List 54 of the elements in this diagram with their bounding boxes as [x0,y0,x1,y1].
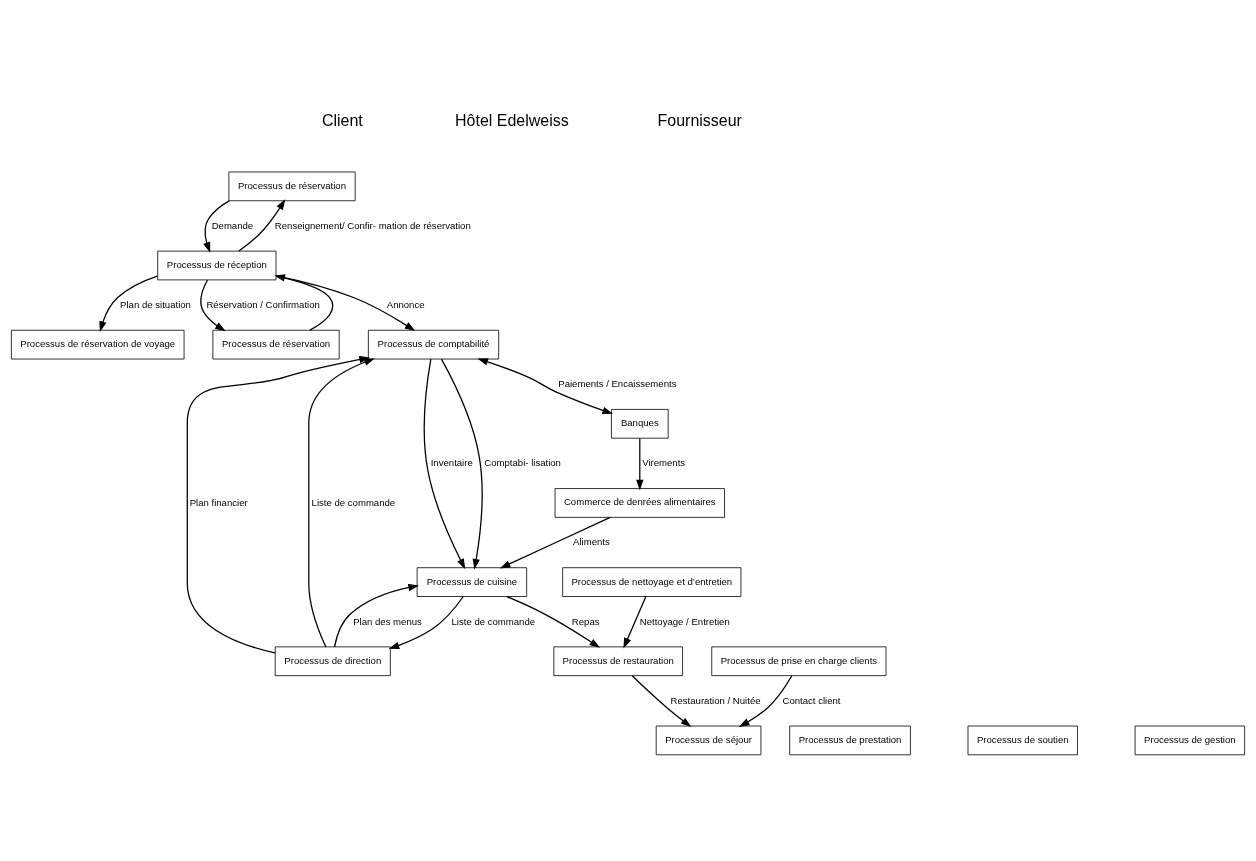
arrow [186,355,370,654]
arrow [738,674,793,727]
arrow [238,198,286,252]
edge-label: Comptabi- lisation [484,456,561,468]
node-box: Processus de restauration [553,645,683,676]
edge-label: Restauration / Nuitée [670,694,761,706]
node-box: Processus de gestion [1134,725,1245,755]
edge-label: Virements [642,456,686,468]
arrow [333,583,419,647]
node-box: Processus de réservation [212,329,340,359]
edge-label: Aliments [573,535,610,547]
node-box: Commerce de denrées alimentaires [554,487,725,518]
node-box: Processus de comptabilité [367,329,500,359]
edge-label: Liste de commande [451,615,536,627]
arrow [203,199,230,253]
arrow [423,358,466,569]
arrow [506,595,601,648]
arrow [499,516,611,568]
node-box: Processus de prise en charge clients [711,645,887,676]
edge-label: Annonce [386,298,425,310]
node-box: Processus de direction [274,645,391,676]
arrow [477,357,613,414]
edge-label: Plan de situation [120,298,191,310]
node-box: Processus de réservation [228,171,356,201]
node-box: Banques [611,408,669,439]
arrow [636,437,644,490]
node-box: Processus de réception [157,250,277,280]
arrow [623,595,647,648]
node-box: Processus de cuisine [416,566,528,597]
node-box: Processus de soutien [967,725,1078,755]
node-box: Processus de réservation de voyage [11,329,185,359]
label: Client [321,111,363,129]
node-box: Processus de séjour [655,725,762,755]
edge-label: Réservation / Confirmation [206,298,320,310]
edge-label: Liste de commande [311,496,396,508]
arrow [440,358,483,570]
label: Fournisseur [657,111,742,129]
edge-label: Contact client [782,694,841,706]
arrow [631,674,692,727]
edge-label: Nettoyage / Entretien [639,615,730,627]
arrow [99,274,159,332]
node-box: Processus de prestation [789,725,911,755]
arrow [388,595,464,649]
edge-label: Plan des menus [353,615,422,627]
arrow [308,357,375,647]
edge-label: Renseignement/ Confir- mation de réservation [274,219,471,231]
arrow [200,278,226,331]
label: Hôtel Edelweiss [455,111,569,129]
edge-label: Paiements / Encaissements [558,377,677,389]
edge-label: Plan financier [189,496,248,508]
edge-label: Repas [571,615,600,627]
edge-label: Demande [211,219,254,231]
edge-label: Inventaire [430,456,473,468]
node-box: Processus de nettoyage et d’entretien [562,566,742,597]
